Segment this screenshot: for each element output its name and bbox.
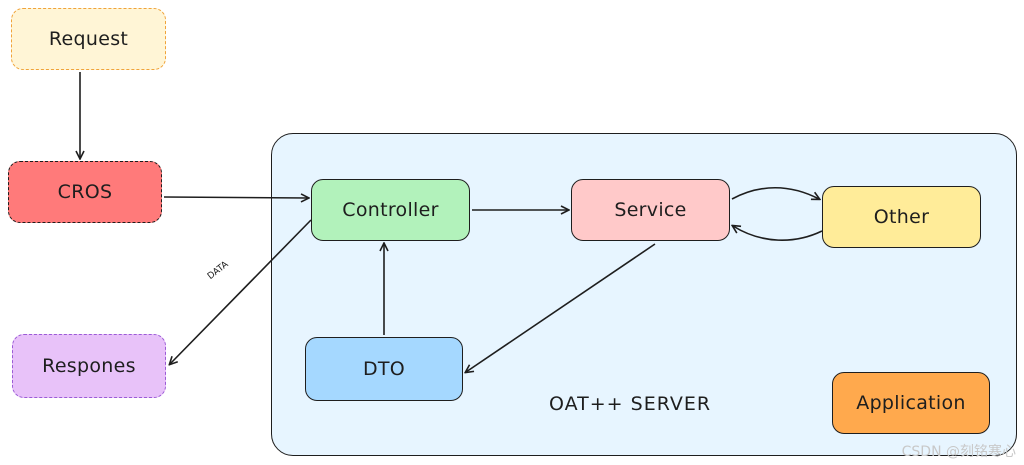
cros-node: CROS	[8, 161, 162, 223]
application-node: Application	[832, 372, 990, 434]
other-node: Other	[822, 186, 981, 248]
respones-node: Respones	[12, 334, 166, 398]
application-label: Application	[856, 392, 966, 414]
arrow-other-to-service	[733, 226, 823, 241]
arrow-service-to-other	[731, 186, 819, 199]
arrow-controller-to-respones	[170, 219, 312, 364]
dto-node: DTO	[305, 337, 463, 401]
request-label: Request	[48, 28, 129, 50]
other-label: Other	[873, 206, 930, 228]
controller-node: Controller	[311, 179, 470, 241]
service-node: Service	[571, 179, 730, 241]
dto-label: DTO	[362, 358, 406, 380]
cros-label: CROS	[57, 181, 113, 203]
controller-label: Controller	[342, 199, 439, 221]
respones-label: Respones	[42, 355, 136, 377]
request-node: Request	[11, 8, 166, 70]
watermark-text: CSDN @刻铭寒心	[901, 444, 1016, 460]
arrow-cros-to-controller	[163, 197, 308, 198]
oat-server-label: OAT++ SERVER	[549, 393, 712, 415]
service-label: Service	[614, 199, 687, 221]
arrow-service-to-dto	[466, 243, 656, 372]
